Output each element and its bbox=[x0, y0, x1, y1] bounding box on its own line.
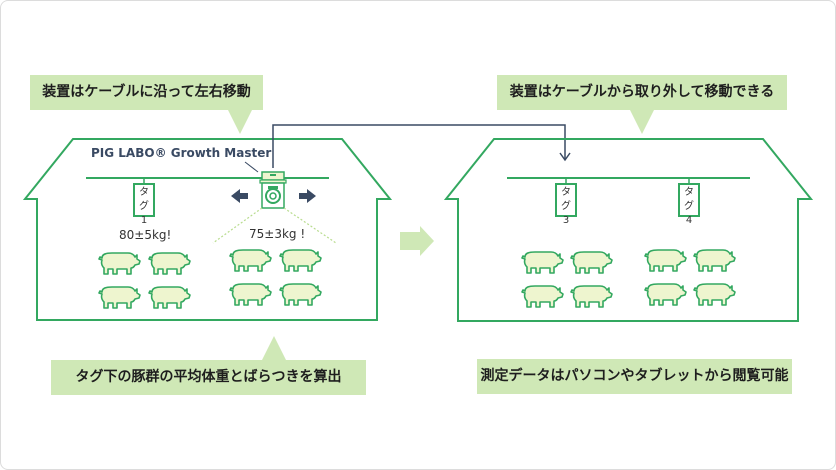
sensing-cone-right bbox=[283, 207, 337, 244]
weight-readout-group1: 80±5kg! bbox=[119, 228, 172, 242]
tag-number: 1 bbox=[140, 215, 148, 226]
pig-icon bbox=[229, 283, 272, 306]
pig-icon bbox=[98, 286, 141, 309]
tag-1: タグ 1 bbox=[133, 183, 155, 226]
growth-master-device[interactable] bbox=[259, 171, 287, 209]
pig-icon bbox=[644, 249, 687, 272]
callout-top-left-pointer bbox=[228, 110, 252, 134]
move-left-arrow-icon bbox=[231, 189, 248, 203]
callout-top-right-pointer bbox=[630, 110, 654, 134]
pig-icon bbox=[279, 249, 322, 272]
pig-icon bbox=[98, 252, 141, 275]
callout-cable-movement: 装置はケーブルに沿って左右移動 bbox=[30, 75, 263, 110]
pig-icon bbox=[148, 252, 191, 275]
left-house-outline bbox=[22, 138, 393, 321]
move-right-arrow-icon bbox=[299, 189, 316, 203]
relocation-connector-line bbox=[272, 124, 566, 168]
callout-group-average: タグ下の豚群の平均体重とばらつきを算出 bbox=[51, 360, 366, 395]
weight-readout-group2: 75±3kg ! bbox=[249, 227, 306, 241]
pig-icon bbox=[521, 285, 564, 308]
pig-icon bbox=[229, 249, 272, 272]
pig-icon bbox=[644, 283, 687, 306]
callout-data-viewing: 測定データはパソコンやタブレットから閲覧可能 bbox=[477, 359, 792, 394]
tag-4: タグ 4 bbox=[678, 183, 700, 226]
pig-icon bbox=[570, 285, 613, 308]
tag-label: タグ bbox=[684, 187, 694, 212]
pig-icon bbox=[693, 283, 736, 306]
tag-label: タグ bbox=[139, 187, 149, 212]
callout-detachable: 装置はケーブルから取り外して移動できる bbox=[497, 75, 787, 110]
pig-icon bbox=[521, 251, 564, 274]
tag-label: タグ bbox=[561, 187, 571, 212]
pig-icon bbox=[279, 283, 322, 306]
product-leader-line bbox=[244, 161, 259, 173]
product-name-label: PIG LABO® Growth Master bbox=[91, 146, 272, 160]
right-house-outline bbox=[443, 138, 814, 322]
tag-number: 3 bbox=[562, 215, 570, 226]
pig-icon bbox=[148, 286, 191, 309]
callout-bottom-left-pointer bbox=[262, 336, 286, 360]
pig-icon bbox=[693, 249, 736, 272]
pig-icon bbox=[570, 251, 613, 274]
transition-arrow-icon bbox=[400, 226, 434, 256]
relocation-arrowhead-icon bbox=[559, 152, 571, 162]
tag-number: 4 bbox=[685, 215, 693, 226]
tag-3: タグ 3 bbox=[555, 183, 577, 226]
